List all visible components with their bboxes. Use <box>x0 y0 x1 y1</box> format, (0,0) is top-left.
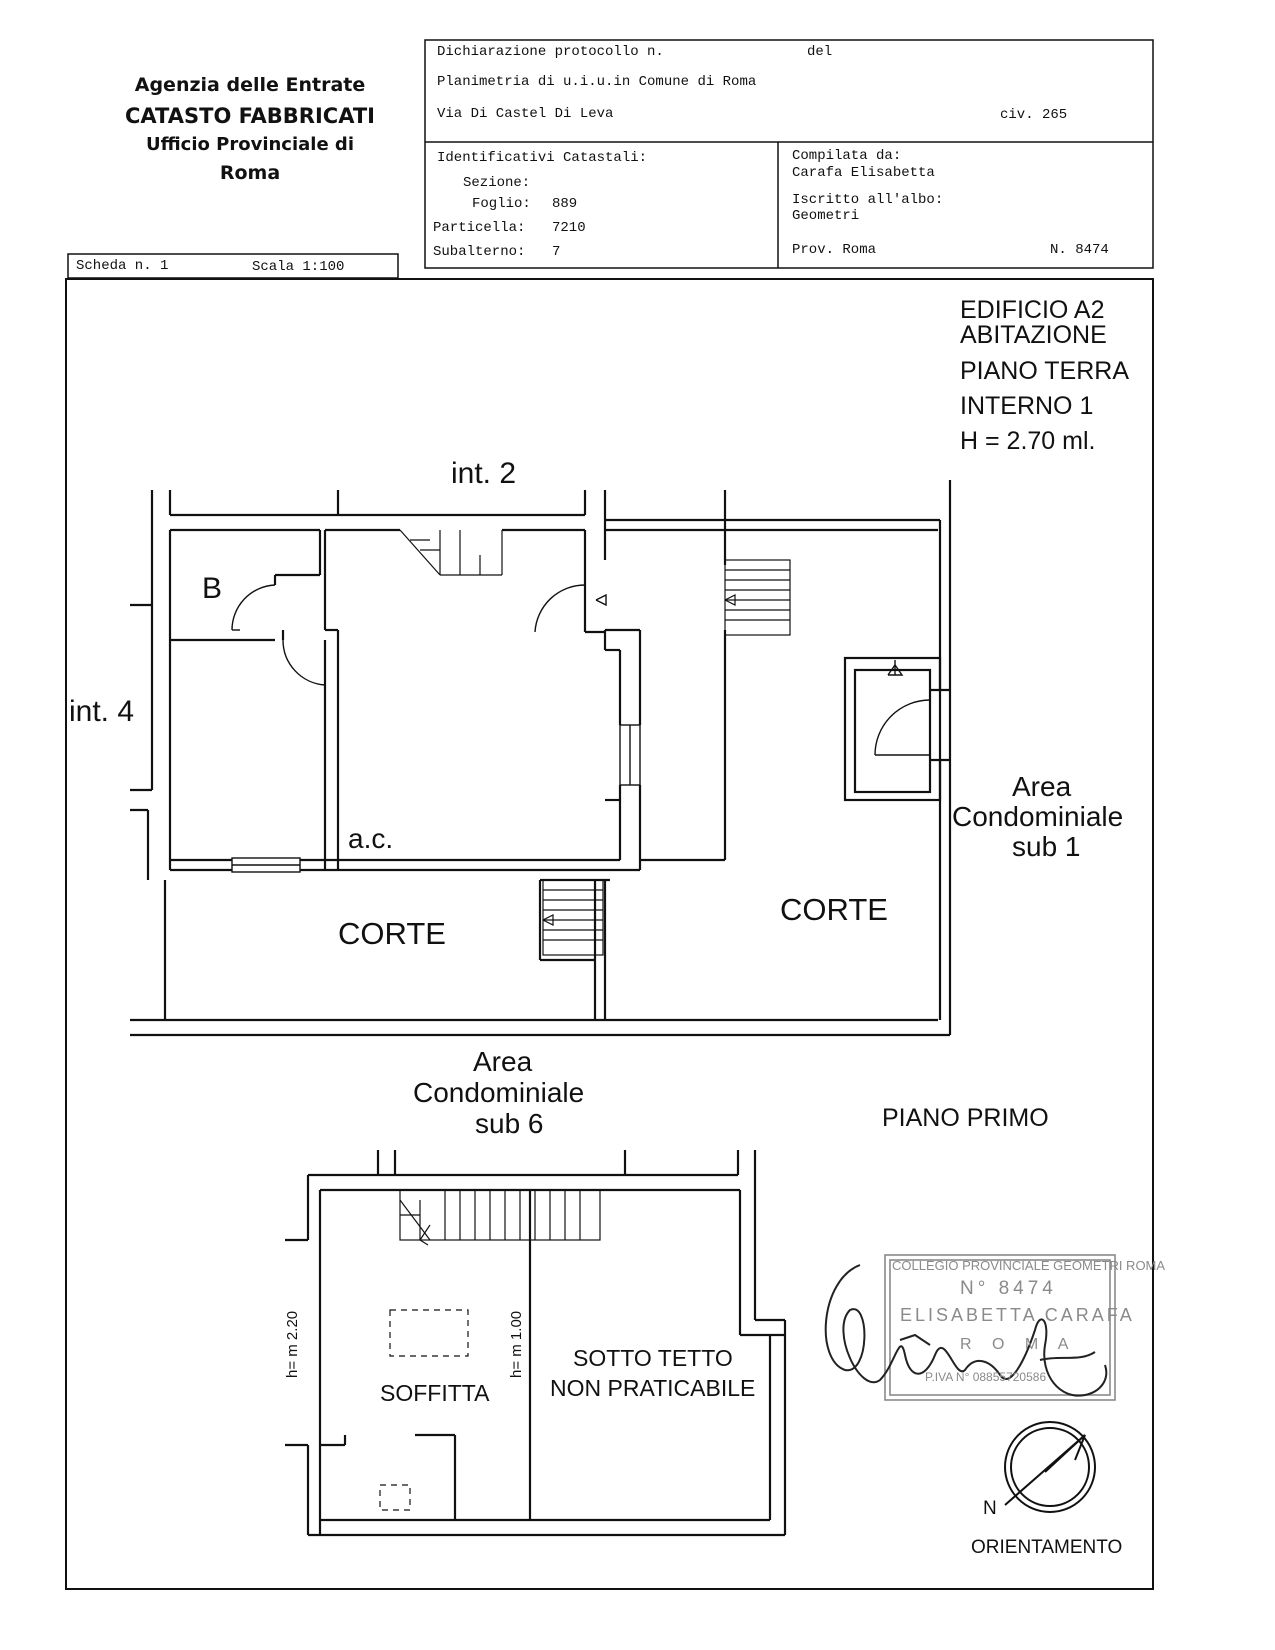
ground-floor-plan <box>130 480 952 1037</box>
corte-right: CORTE <box>780 892 888 927</box>
north-label: N <box>983 1498 997 1519</box>
iscritto-value: Geometri <box>792 208 860 224</box>
signature <box>824 1264 1108 1397</box>
office-city: Roma <box>219 162 281 184</box>
area-sub6-line3: sub 6 <box>475 1108 544 1139</box>
agency-name: Agenzia delle Entrate <box>134 74 366 96</box>
soffitta-label: SOFFITTA <box>380 1380 490 1406</box>
civic-number: civ. 265 <box>1000 107 1068 123</box>
corte-left: CORTE <box>338 916 446 951</box>
sezione-label: Sezione: <box>463 175 531 191</box>
protocol-date-label: del <box>807 44 833 60</box>
area-sub1-line2: Condominiale <box>952 801 1124 832</box>
area-sub6-line1: Area <box>473 1046 533 1077</box>
neighbour-int2: int. 2 <box>451 457 517 490</box>
albo-number: N. 8474 <box>1050 242 1109 258</box>
office-label: Ufficio Provinciale di <box>145 134 354 155</box>
room-b-label: B <box>202 572 223 605</box>
ac-label: a.c. <box>348 823 394 854</box>
stamp-line5: P.IVA N° 08855720586 <box>925 1370 1047 1384</box>
windows <box>231 724 641 873</box>
height-label: H = 2.70 ml. <box>960 427 1096 455</box>
planimetria-text: Planimetria di u.i.u.in Comune di Roma <box>437 74 757 90</box>
north-compass-icon <box>1004 1421 1096 1513</box>
building-name: EDIFICIO A2 <box>960 296 1105 324</box>
stamp-frame <box>884 1254 1116 1401</box>
area-sub6-line2: Condominiale <box>413 1077 585 1108</box>
sotto-tetto-line2: NON PRATICABILE <box>550 1375 756 1401</box>
iscritto-label: Iscritto all'albo: <box>792 192 944 208</box>
ident-title: Identificativi Catastali: <box>437 150 648 166</box>
first-floor-title: PIANO PRIMO <box>882 1104 1049 1132</box>
foglio-label: Foglio: <box>472 196 531 212</box>
protocol-label: Dichiarazione protocollo n. <box>437 44 664 60</box>
door-swings <box>231 584 931 756</box>
sotto-tetto-line1: SOTTO TETTO <box>573 1345 733 1371</box>
header-box <box>424 39 1154 269</box>
ground-stairs <box>399 529 791 956</box>
foglio-value: 889 <box>552 196 578 212</box>
first-floor-plan <box>285 1150 787 1537</box>
area-sub1-line3: sub 1 <box>1012 831 1081 862</box>
drawing-frame <box>65 278 1154 1590</box>
subalterno-label: Subalterno: <box>433 244 526 260</box>
province: Prov. Roma <box>792 242 877 258</box>
height-220-label: h= m 2.20 <box>284 1310 301 1378</box>
stamp-line1: COLLEGIO PROVINCIALE GEOMETRI ROMA <box>892 1258 1166 1273</box>
particella-value: 7210 <box>552 220 586 236</box>
orientation-label: ORIENTAMENTO <box>971 1537 1123 1558</box>
stamp-line3: ELISABETTA CARAFA <box>900 1305 1135 1325</box>
subalterno-value: 7 <box>552 244 561 260</box>
catasto-title: CATASTO FABBRICATI <box>125 104 375 128</box>
interior-label: INTERNO 1 <box>960 392 1094 420</box>
neighbour-int4: int. 4 <box>69 695 135 728</box>
building-use: ABITAZIONE <box>960 321 1107 349</box>
floor-label: PIANO TERRA <box>960 357 1130 385</box>
particella-label: Particella: <box>433 220 526 236</box>
scale-label: Scala 1:100 <box>252 259 345 275</box>
address-text: Via Di Castel Di Leva <box>437 106 614 122</box>
area-sub1-line1: Area <box>1012 771 1072 802</box>
stamp-line2: N° 8474 <box>960 1278 1057 1299</box>
compilata-name: Carafa Elisabetta <box>792 165 935 181</box>
skylights <box>379 1309 469 1511</box>
first-floor-stairs <box>399 1189 601 1246</box>
scheda-number: Scheda n. 1 <box>76 258 169 274</box>
stamp-line4: R O M A <box>960 1336 1077 1353</box>
height-100-label: h= m 1.00 <box>508 1310 525 1378</box>
compilata-label: Compilata da: <box>792 148 902 164</box>
